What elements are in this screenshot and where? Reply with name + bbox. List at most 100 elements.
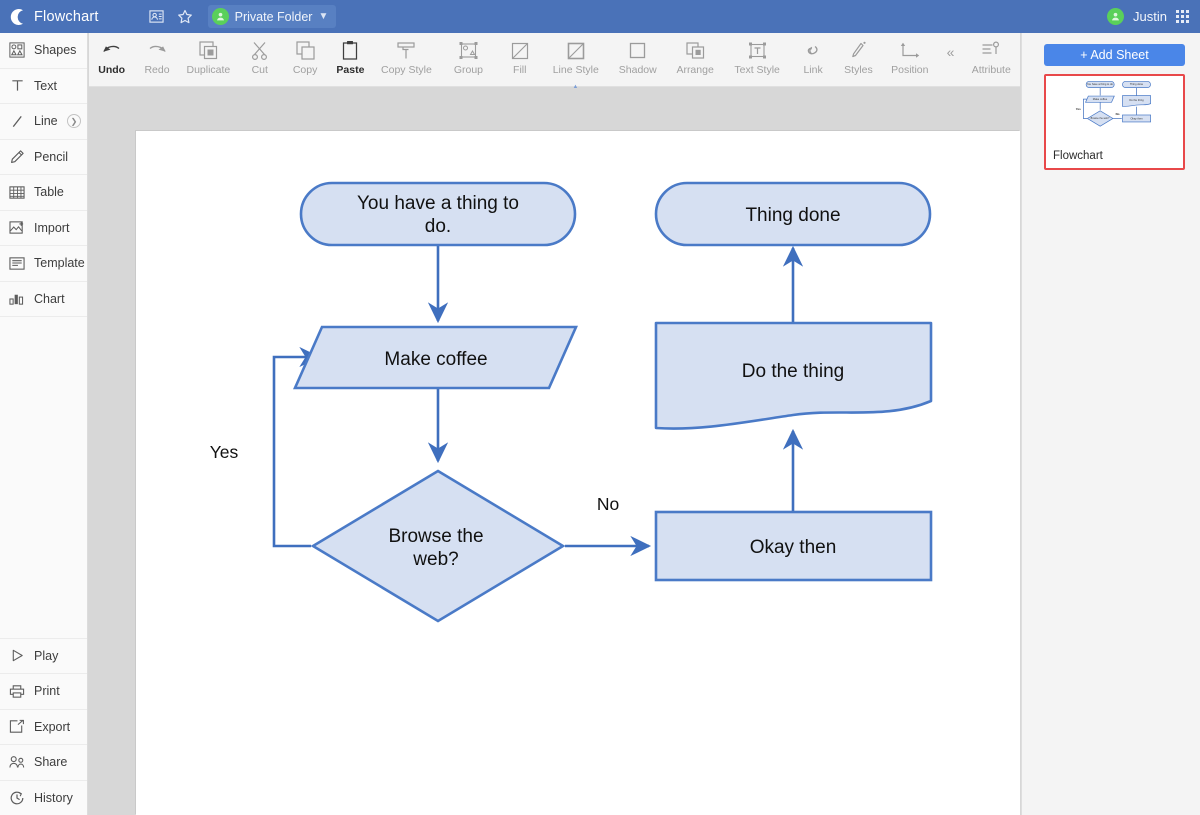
sidebar-item-chart[interactable]: Chart: [0, 282, 87, 317]
copy-style-button[interactable]: Copy Style: [373, 33, 440, 85]
line-diagonal-icon: [8, 112, 26, 130]
sidebar-item-history[interactable]: History: [0, 779, 87, 815]
duplicate-icon: [199, 38, 218, 60]
toolbar-label: Group: [453, 64, 483, 76]
toolbar-label: Position: [891, 64, 929, 76]
node-make-coffee[interactable]: Make coffee: [293, 325, 578, 390]
toolbar-label: Redo: [144, 64, 170, 76]
sidebar-label: History: [34, 790, 73, 805]
apps-grid-icon[interactable]: [1176, 10, 1189, 23]
presentation-icon[interactable]: [146, 6, 168, 28]
sidebar-label: Share: [34, 755, 68, 770]
export-arrow-icon: [8, 718, 26, 736]
svg-text:Make coffee: Make coffee: [384, 349, 487, 370]
text-style-button[interactable]: Text Style: [724, 33, 791, 85]
sidebar-item-line[interactable]: Line ❯: [0, 104, 87, 140]
sidebar-item-shapes[interactable]: Shapes: [0, 33, 87, 69]
node-thing-done[interactable]: Thing done: [654, 181, 932, 247]
toolbar-label: Link: [803, 64, 823, 76]
sheet-thumbnail-flowchart[interactable]: You have a thing to do. Make coffee Brow…: [1044, 74, 1185, 170]
copy-icon: [295, 38, 315, 60]
paint-roller-icon: [396, 38, 417, 60]
group-button[interactable]: Group: [440, 33, 497, 85]
user-name[interactable]: Justin: [1133, 9, 1167, 24]
svg-text:Browse the: Browse the: [388, 526, 483, 547]
sheet-canvas[interactable]: You have a thing to do. Make coffee Brow…: [136, 131, 1020, 815]
edge-label-no: No: [597, 494, 619, 514]
redo-arrow-icon: [146, 38, 168, 60]
sheet-thumbnail-label: Flowchart: [1053, 150, 1103, 162]
shadow-square-icon: [629, 38, 647, 60]
flowchart-diagram: You have a thing to do. Make coffee Brow…: [210, 181, 933, 623]
edge-label-yes: Yes: [210, 442, 239, 462]
link-button[interactable]: Link: [790, 33, 835, 85]
svg-text:Make coffee: Make coffee: [1093, 97, 1108, 101]
sidebar-label: Template: [34, 256, 85, 271]
template-icon: [8, 254, 26, 272]
svg-text:do.: do.: [425, 216, 451, 237]
sidebar-item-template[interactable]: Template: [0, 246, 87, 282]
svg-text:Okay then: Okay then: [1130, 116, 1143, 120]
sheet-thumbnail-preview: You have a thing to do. Make coffee Brow…: [1046, 76, 1183, 146]
add-sheet-button[interactable]: + Add Sheet: [1044, 44, 1185, 66]
toolbar-label: Text Style: [734, 64, 780, 76]
double-chevron-left-icon[interactable]: «: [946, 44, 955, 60]
node-okay-then[interactable]: Okay then: [654, 510, 933, 582]
sidebar-label: Chart: [34, 291, 65, 306]
toolbar-label: Cut: [251, 64, 268, 76]
canvas-area[interactable]: You have a thing to do. Make coffee Brow…: [89, 88, 1020, 815]
undo-button[interactable]: Undo: [89, 33, 134, 85]
node-start[interactable]: You have a thing to do.: [299, 181, 577, 247]
pencil-icon: [8, 148, 26, 166]
sidebar-label: Pencil: [34, 149, 69, 164]
svg-text:web?: web?: [412, 549, 458, 570]
sidebar-item-pencil[interactable]: Pencil: [0, 140, 87, 175]
sidebar-label: Text: [34, 78, 57, 93]
crescent-logo-icon[interactable]: [0, 8, 34, 26]
main-toolbar: Undo Redo Duplicate Cut: [89, 33, 1020, 87]
clipboard-icon: [342, 38, 358, 60]
svg-text:Thing done: Thing done: [1130, 82, 1144, 86]
paste-button[interactable]: Paste: [328, 33, 373, 85]
cut-button[interactable]: Cut: [237, 33, 282, 85]
text-style-icon: [748, 38, 767, 60]
styles-button[interactable]: Styles: [836, 33, 881, 85]
document-title: Flowchart: [34, 8, 99, 25]
sidebar-label: Import: [34, 220, 70, 235]
copy-button[interactable]: Copy: [282, 33, 327, 85]
position-axes-icon: [900, 38, 920, 60]
chevron-right-icon[interactable]: ❯: [67, 114, 81, 129]
sidebar-label: Table: [34, 185, 64, 200]
edge-browse-to-coffee-yes: [272, 346, 321, 548]
svg-text:You have a thing to: You have a thing to: [357, 193, 519, 214]
import-image-icon: [8, 219, 26, 237]
arrange-button[interactable]: Arrange: [666, 33, 723, 85]
sidebar-item-print[interactable]: Print: [0, 673, 87, 709]
svg-text:Thing done: Thing done: [745, 205, 840, 226]
private-folder-selector[interactable]: Private Folder ▼: [207, 5, 337, 28]
duplicate-button[interactable]: Duplicate: [180, 33, 237, 85]
attribute-button[interactable]: Attribute: [963, 33, 1020, 85]
left-sidebar: Shapes Text Line ❯ Pencil: [0, 33, 88, 815]
sidebar-label: Export: [34, 719, 71, 734]
node-do-the-thing[interactable]: Do the thing: [654, 321, 933, 430]
sidebar-item-import[interactable]: Import: [0, 211, 87, 246]
share-people-icon: [8, 753, 26, 771]
sidebar-item-export[interactable]: Export: [0, 708, 87, 745]
fill-button[interactable]: Fill: [497, 33, 542, 85]
user-avatar[interactable]: [1107, 8, 1125, 25]
redo-button[interactable]: Redo: [134, 33, 179, 85]
toolbar-label: Shadow: [618, 64, 657, 76]
chevron-down-icon: ▼: [318, 10, 329, 22]
sidebar-item-table[interactable]: Table: [0, 175, 87, 211]
sidebar-item-text[interactable]: Text: [0, 69, 87, 104]
star-icon[interactable]: [174, 6, 196, 28]
shadow-button[interactable]: Shadow: [609, 33, 666, 85]
edge-layer: [272, 245, 804, 557]
node-browse-decision[interactable]: Browse the web?: [310, 469, 566, 623]
position-button[interactable]: Position: [881, 33, 938, 85]
sidebar-label: Print: [34, 684, 60, 699]
sidebar-item-play[interactable]: Play: [0, 637, 87, 674]
line-style-button[interactable]: Line Style: [542, 33, 609, 85]
sidebar-item-share[interactable]: Share: [0, 744, 87, 780]
